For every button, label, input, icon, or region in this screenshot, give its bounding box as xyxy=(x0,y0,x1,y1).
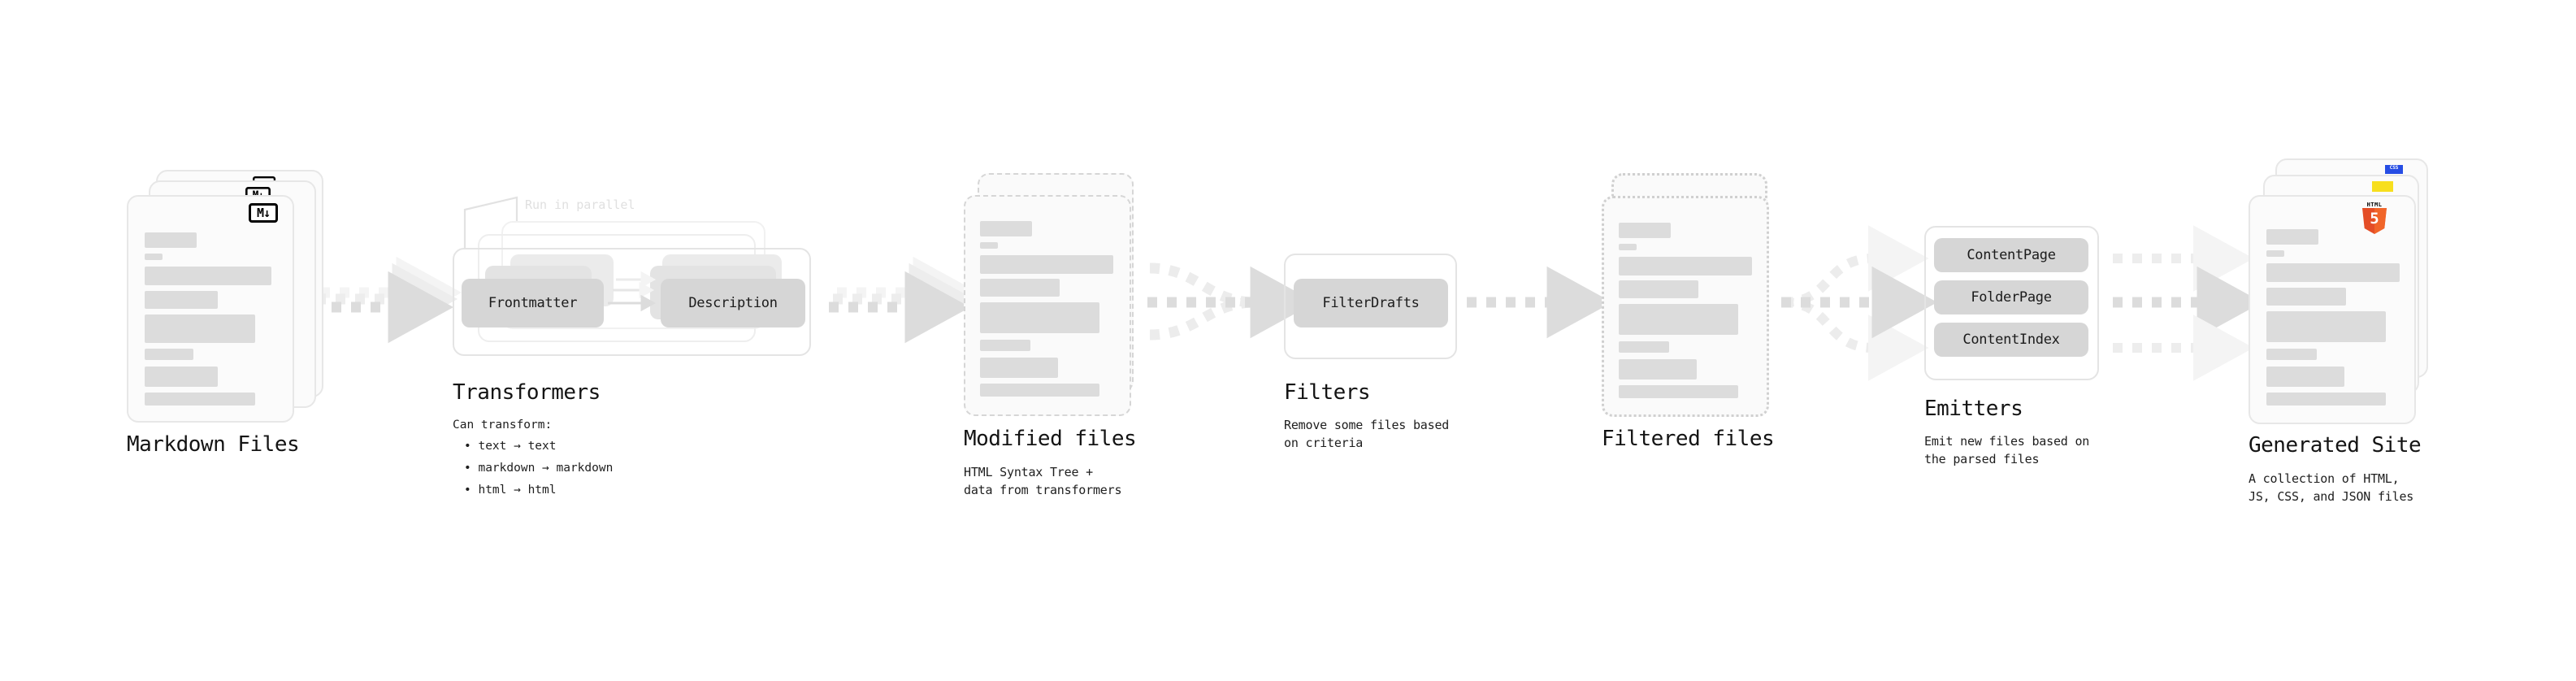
emitters-title: Emitters xyxy=(1924,397,2023,421)
filters-title: Filters xyxy=(1284,380,1371,405)
skeleton-bar xyxy=(1619,244,1637,250)
skeleton-bar xyxy=(2266,263,2400,282)
run-in-parallel-label: Run in parallel xyxy=(525,197,635,212)
arrow-markdown-to-transformers xyxy=(312,256,462,344)
skeleton-bar xyxy=(2266,393,2386,406)
modified-card-content xyxy=(965,197,1130,414)
skeleton-bar xyxy=(1619,257,1752,275)
arrow-emitters-to-site xyxy=(2113,225,2263,381)
skeleton-bar xyxy=(980,221,1032,236)
skeleton-bar xyxy=(145,367,218,387)
emitter-pill-contentpage[interactable]: ContentPage xyxy=(1934,238,2088,272)
transformer-pill-description[interactable]: Description xyxy=(661,279,805,327)
modified-files-title: Modified files xyxy=(964,427,1137,451)
transformers-subtitle-heading: Can transform: xyxy=(453,419,553,432)
emitter-pill-contentindex[interactable]: ContentIndex xyxy=(1934,323,2088,357)
js-icon xyxy=(2372,181,2393,192)
arrow-modified-to-filters xyxy=(1147,262,1316,340)
transformer-box-front xyxy=(453,248,811,356)
skeleton-bar xyxy=(2266,288,2346,306)
emitters-subtitle: Emit new files based on the parsed files xyxy=(1924,434,2090,466)
skeleton-bar xyxy=(145,291,218,309)
skeleton-bar xyxy=(2266,367,2344,387)
skeleton-bar xyxy=(980,302,1099,333)
emitters-box xyxy=(1924,226,2099,380)
skeleton-bar xyxy=(145,349,193,360)
skeleton-bar xyxy=(980,242,998,249)
emitter-pill-folderpage[interactable]: FolderPage xyxy=(1934,280,2088,314)
markdown-card-front xyxy=(127,195,294,423)
skeleton-bar xyxy=(1619,341,1669,353)
skeleton-bar xyxy=(145,232,197,248)
arrow-transformers-to-modified xyxy=(829,256,979,344)
filters-box xyxy=(1284,254,1457,359)
transformers-bullet-2: • html → html xyxy=(464,484,557,497)
filtered-card-front xyxy=(1602,196,1769,417)
transformers-title: Transformers xyxy=(453,380,601,405)
skeleton-bar xyxy=(145,267,271,285)
site-card-html xyxy=(2249,195,2416,424)
skeleton-bar xyxy=(980,358,1058,378)
markdown-card-content xyxy=(128,197,293,421)
skeleton-bar xyxy=(1619,280,1698,298)
skeleton-bar xyxy=(1619,385,1738,398)
skeleton-bar xyxy=(145,393,255,406)
filtered-files-title: Filtered files xyxy=(1602,427,1775,451)
html5-icon-shield: 5 xyxy=(2362,208,2387,234)
skeleton-bar xyxy=(2266,311,2386,342)
skeleton-bar xyxy=(980,384,1099,397)
modified-card-front xyxy=(964,195,1131,416)
skeleton-bar xyxy=(2266,349,2317,360)
skeleton-bar xyxy=(1619,304,1738,335)
css-icon: CSS xyxy=(2385,165,2403,174)
skeleton-bar xyxy=(1619,223,1671,238)
skeleton-bar xyxy=(145,254,163,260)
transformers-bullet-1: • markdown → markdown xyxy=(464,462,614,475)
modified-files-subtitle: HTML Syntax Tree + data from transformer… xyxy=(964,465,1122,497)
skeleton-bar xyxy=(980,279,1060,297)
transformer-pill-frontmatter[interactable]: Frontmatter xyxy=(462,279,604,327)
skeleton-bar xyxy=(2266,250,2284,257)
skeleton-bar xyxy=(980,340,1030,351)
markdown-icon: M↓ xyxy=(249,203,278,223)
filtered-card-content xyxy=(1604,198,1767,414)
markdown-files-title: Markdown Files xyxy=(127,432,300,457)
filters-subtitle: Remove some files based on criteria xyxy=(1284,418,1450,450)
generated-site-title: Generated Site xyxy=(2249,433,2422,458)
generated-site-subtitle: A collection of HTML, JS, CSS, and JSON … xyxy=(2249,471,2414,504)
skeleton-bar xyxy=(2266,229,2318,245)
skeleton-bar xyxy=(980,255,1113,274)
html5-icon: HTML 5 xyxy=(2361,202,2388,234)
arrow-filtered-to-emitters xyxy=(1781,225,1938,381)
transformers-bullet-0: • text → text xyxy=(464,440,557,453)
filter-pill-filterdrafts[interactable]: FilterDrafts xyxy=(1294,279,1448,327)
skeleton-bar xyxy=(1619,359,1697,380)
site-card-content xyxy=(2250,197,2414,423)
skeleton-bar xyxy=(145,314,255,343)
html5-icon-word: HTML xyxy=(2366,202,2383,208)
html5-icon-number: 5 xyxy=(2370,210,2379,228)
